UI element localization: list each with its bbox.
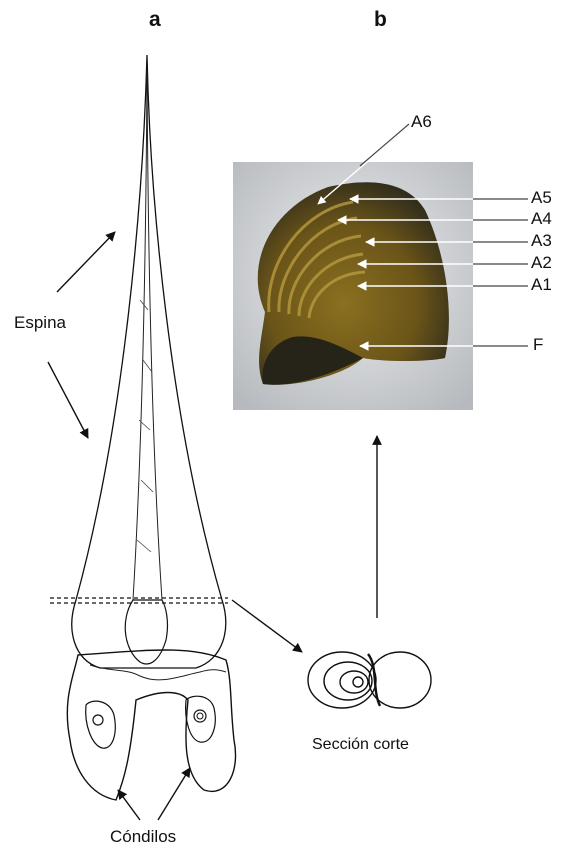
- label-a4: A4: [531, 209, 552, 229]
- label-a2: A2: [531, 253, 552, 273]
- label-condilos: Cóndilos: [110, 827, 176, 847]
- label-espina: Espina: [14, 313, 66, 333]
- label-a1: A1: [531, 275, 552, 295]
- arrow-a6: [318, 125, 410, 204]
- label-a6: A6: [411, 112, 432, 132]
- label-a3: A3: [531, 231, 552, 251]
- label-seccion-corte: Sección corte: [312, 736, 409, 754]
- label-a5: A5: [531, 188, 552, 208]
- label-f: F: [533, 335, 543, 355]
